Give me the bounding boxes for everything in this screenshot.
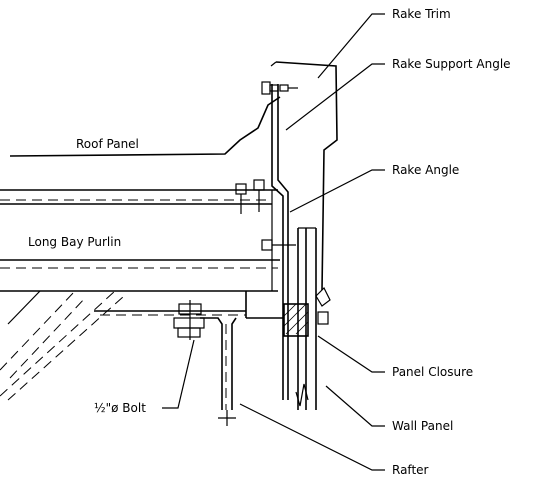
label-bolt: ½"ø Bolt <box>94 401 146 415</box>
label-rafter: Rafter <box>392 463 429 477</box>
label-rake-trim: Rake Trim <box>392 7 451 21</box>
label-long-bay-purlin: Long Bay Purlin <box>28 235 121 249</box>
label-wall-panel: Wall Panel <box>392 419 453 433</box>
label-panel-closure: Panel Closure <box>392 365 473 379</box>
roof-panel <box>9 96 281 157</box>
rake-trim <box>270 61 338 291</box>
panel-closure <box>283 303 309 337</box>
label-rake-support-angle: Rake Support Angle <box>392 57 511 71</box>
fastener-wall <box>261 239 331 325</box>
rake-support-angle <box>271 84 317 410</box>
bolt-assembly <box>173 300 205 340</box>
label-rake-angle: Rake Angle <box>392 163 459 177</box>
rafter <box>94 291 284 426</box>
label-roof-panel: Roof Panel <box>76 137 139 151</box>
rafter-diagonal <box>0 290 125 401</box>
leader-lines <box>162 13 385 471</box>
fastener-purlin <box>235 179 265 214</box>
fastener-top <box>261 81 298 95</box>
long-bay-purlin-upper <box>0 189 278 205</box>
